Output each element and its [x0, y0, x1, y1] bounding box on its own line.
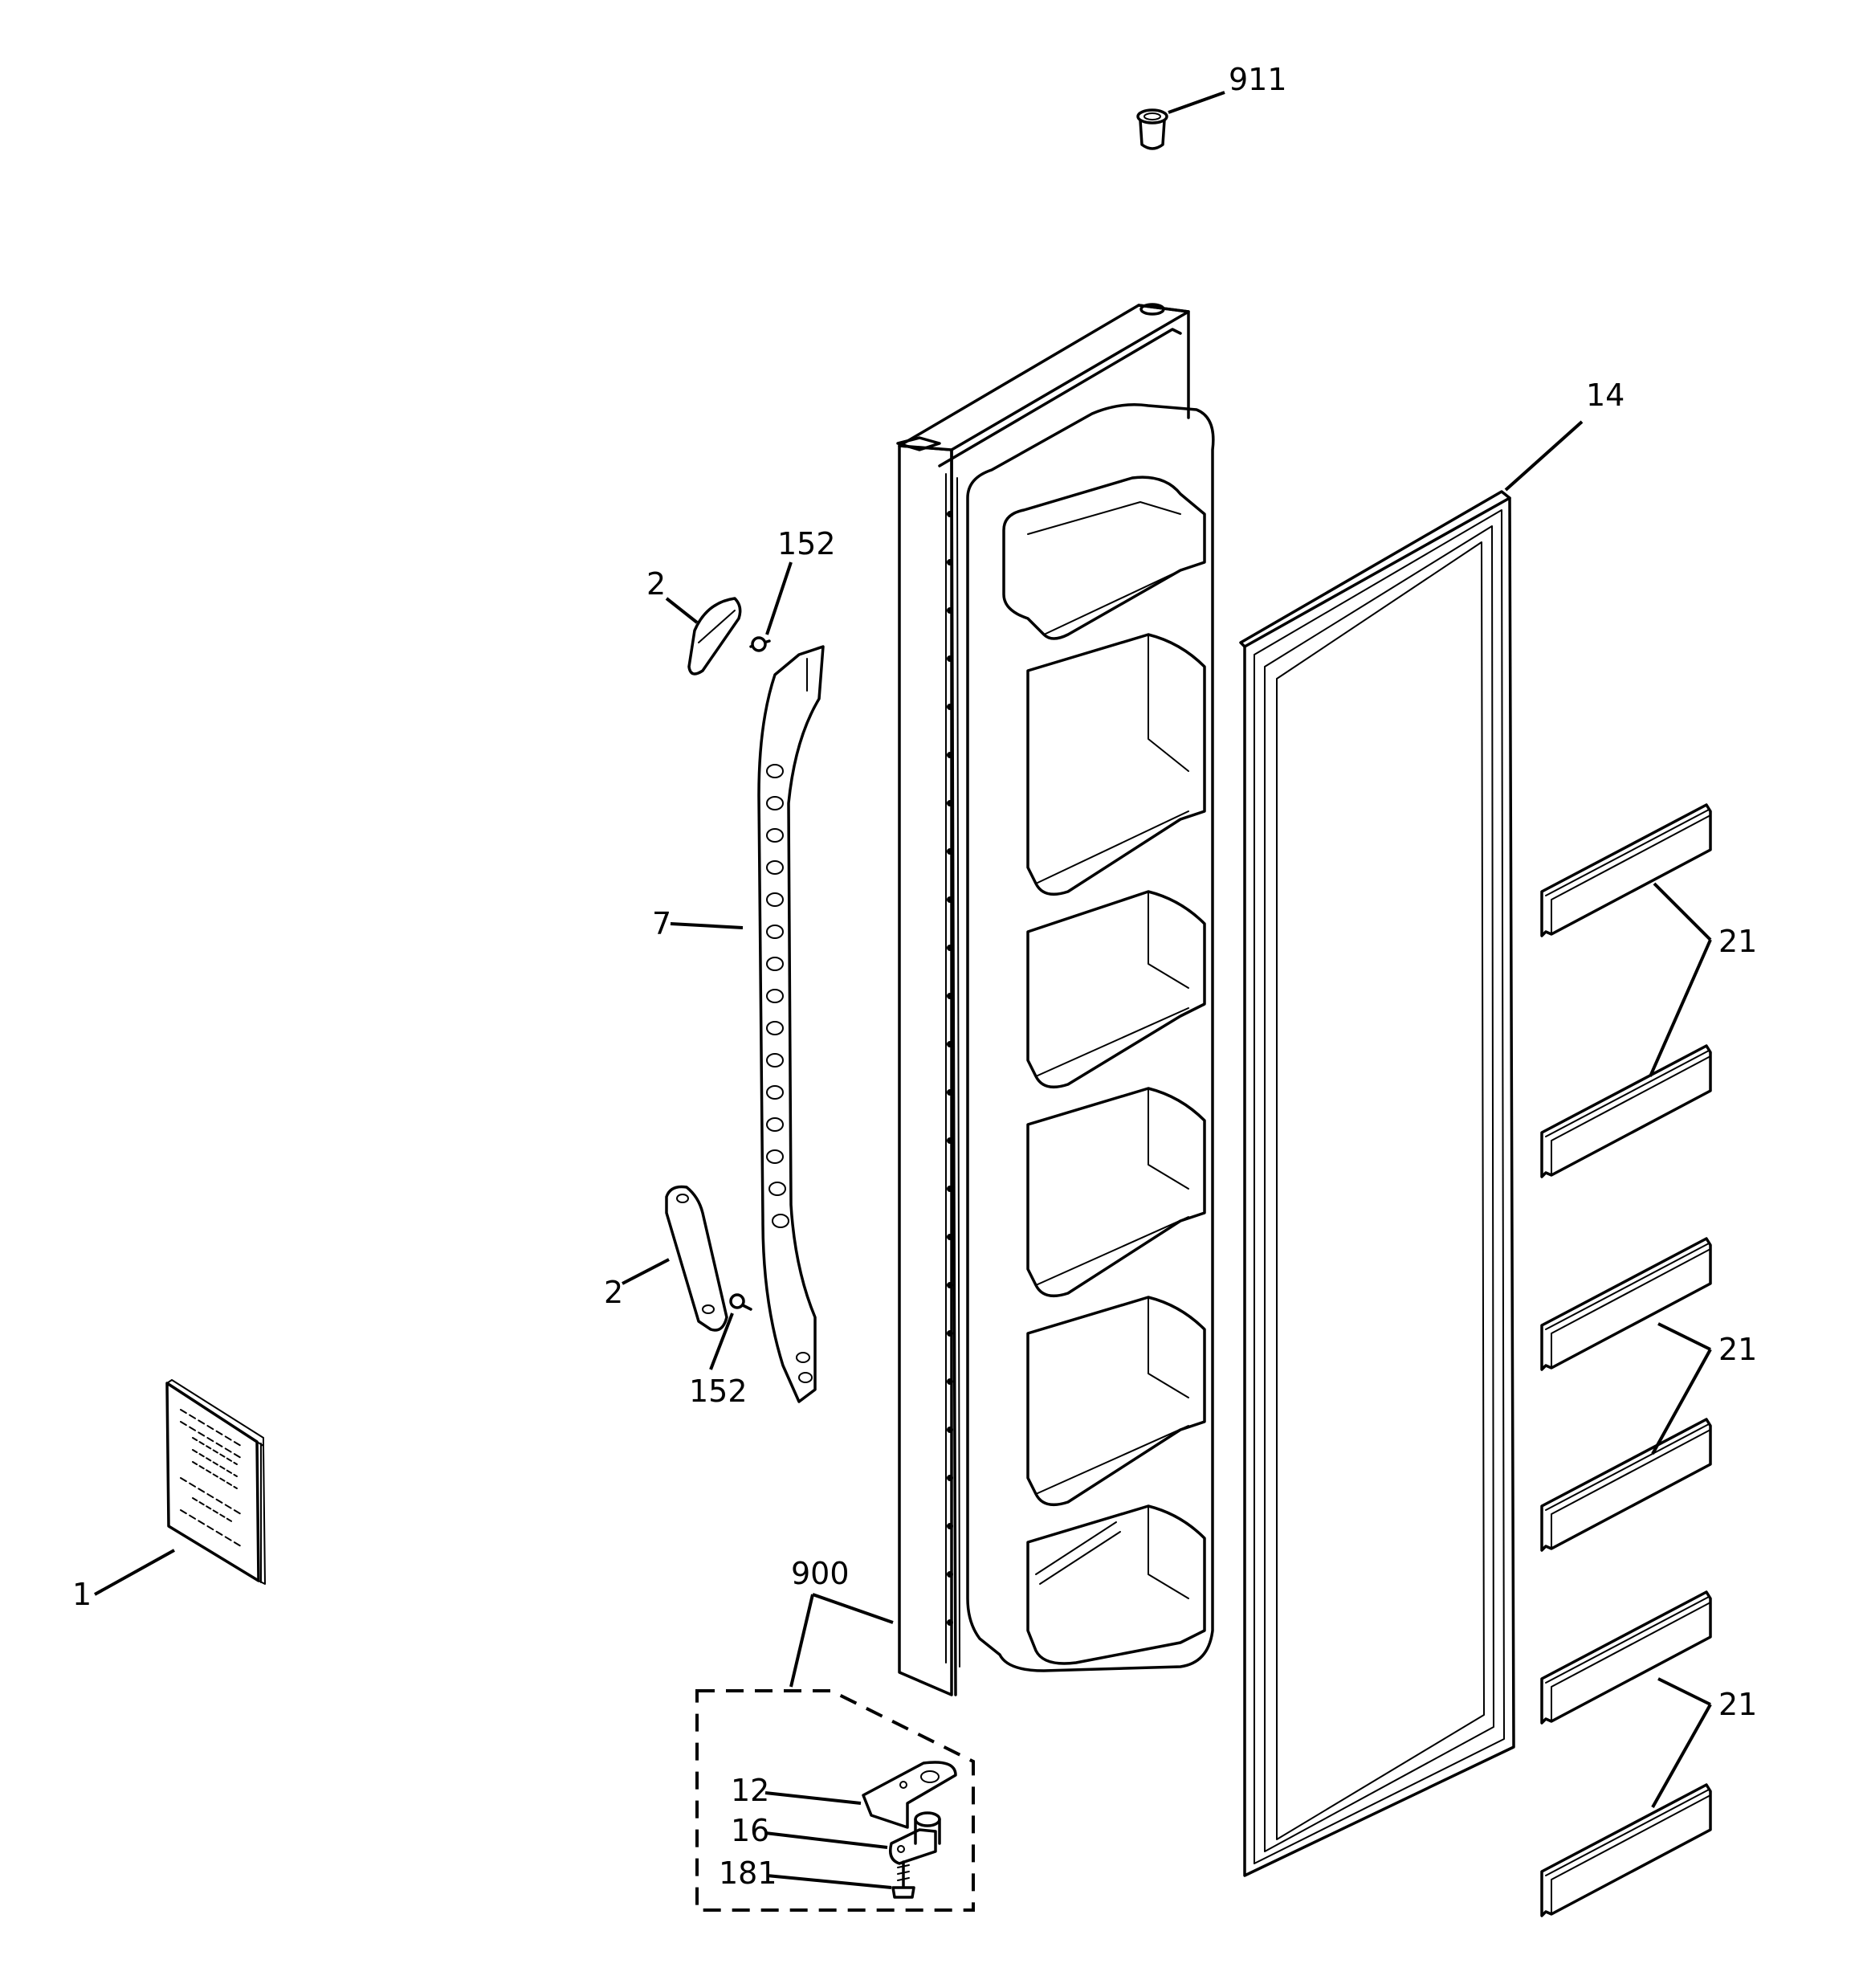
callout-152-top: 152 — [777, 526, 836, 561]
callout-7: 7 — [652, 906, 671, 941]
leader-14 — [1504, 420, 1584, 492]
door-bins — [1002, 476, 1206, 1665]
callout-2-top: 2 — [646, 566, 666, 602]
door-bin-4[interactable] — [1026, 1087, 1206, 1298]
callout-21-a: 21 — [1718, 924, 1757, 959]
callout-900: 900 — [791, 1556, 850, 1591]
part-911-plug[interactable] — [1136, 108, 1168, 150]
door-bin-3[interactable] — [1026, 890, 1206, 1089]
part-21-rails — [1540, 803, 1712, 1917]
part-2-top-handle-cap[interactable] — [687, 597, 742, 676]
leader-181 — [766, 1874, 892, 1889]
callout-911: 911 — [1229, 62, 1287, 97]
callout-12: 12 — [731, 1773, 769, 1808]
part-181-screw[interactable] — [891, 1860, 915, 1899]
hinge-kit-outline — [695, 1689, 975, 1912]
callout-14: 14 — [1586, 378, 1625, 413]
part-16-hinge-pin[interactable] — [889, 1811, 941, 1865]
door-body[interactable] — [896, 303, 1215, 1696]
part-2-bottom-handle-cap[interactable] — [665, 1185, 728, 1332]
rail-2[interactable] — [1540, 1044, 1712, 1178]
part-12-hinge-bracket[interactable] — [862, 1761, 957, 1829]
door-bin-2[interactable] — [1026, 633, 1206, 896]
callout-1: 1 — [72, 1577, 92, 1612]
leader-7 — [670, 922, 744, 929]
leader-911 — [1168, 91, 1225, 114]
leader-12 — [764, 1791, 862, 1805]
part-7-door-handle[interactable] — [757, 645, 825, 1403]
door-bin-5[interactable] — [1026, 1296, 1206, 1507]
leader-2-top — [665, 597, 699, 624]
callout-16: 16 — [731, 1813, 769, 1848]
manual-text-lines — [180, 1409, 242, 1547]
rail-1[interactable] — [1540, 803, 1712, 937]
rail-3[interactable] — [1540, 1237, 1712, 1371]
part-152-bottom-screw[interactable] — [729, 1293, 752, 1311]
part-1-owner-manual[interactable] — [165, 1379, 266, 1585]
callout-2-bottom: 2 — [604, 1275, 623, 1310]
leader-152-bottom — [709, 1312, 734, 1370]
door-bin-6[interactable] — [1026, 1504, 1206, 1665]
part-152-top-screw[interactable] — [749, 636, 771, 652]
leader-2-bottom — [622, 1258, 670, 1285]
handle-grip-pattern — [766, 764, 789, 1228]
part-900-leaders — [789, 1593, 894, 1688]
callout-21-c: 21 — [1718, 1687, 1757, 1722]
rail-4[interactable] — [1540, 1418, 1712, 1552]
callout-152-bottom: 152 — [689, 1374, 748, 1409]
rail-5[interactable] — [1540, 1590, 1712, 1725]
callout-181: 181 — [719, 1855, 777, 1891]
rail-6[interactable] — [1540, 1783, 1712, 1917]
door-rivets — [947, 511, 953, 1626]
leader-16 — [764, 1831, 888, 1849]
leaders-21-c — [1651, 1677, 1712, 1808]
part-14-door-gasket[interactable] — [1239, 490, 1515, 1877]
leader-1 — [94, 1549, 175, 1596]
callout-21-b: 21 — [1718, 1332, 1757, 1367]
leader-152-top — [765, 561, 793, 635]
leaders-21-b — [1651, 1322, 1712, 1455]
leaders-21-a — [1649, 882, 1712, 1077]
door-bin-1[interactable] — [1002, 476, 1206, 640]
